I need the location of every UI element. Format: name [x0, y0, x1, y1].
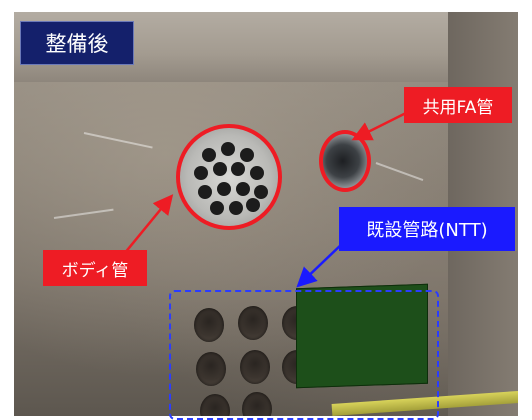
pipe-duct — [210, 201, 224, 215]
pipe-duct — [240, 148, 254, 162]
pipe-duct — [213, 162, 227, 176]
pipe-duct — [194, 166, 208, 180]
existing-duct — [194, 308, 224, 342]
pipe-duct — [202, 148, 216, 162]
pipe-duct — [198, 185, 212, 199]
pipe-duct — [231, 162, 245, 176]
existing-duct — [240, 350, 270, 384]
body-pipe-label: ボディ管 — [43, 250, 147, 286]
pipe-duct — [236, 182, 250, 196]
existing-duct — [196, 352, 226, 386]
shared-fa-pipe — [319, 130, 371, 192]
fa-pipe-arrow-icon — [351, 110, 409, 141]
existing-duct — [242, 392, 272, 416]
pipe-duct — [229, 201, 243, 215]
existing-duct — [238, 306, 268, 340]
pipe-duct — [217, 182, 231, 196]
body-pipe — [176, 124, 282, 230]
ntt-arrow-icon — [296, 241, 345, 288]
pipe-duct — [246, 198, 260, 212]
existing-ntt-label: 既設管路(NTT) — [339, 207, 515, 251]
title-label: 整備後 — [20, 21, 134, 65]
body-pipe-arrow-icon — [123, 194, 174, 255]
pipe-duct — [254, 185, 268, 199]
pipe-duct — [250, 166, 264, 180]
fa-pipe-label: 共用FA管 — [404, 87, 512, 123]
existing-duct — [200, 394, 230, 416]
pipe-duct — [221, 142, 235, 156]
